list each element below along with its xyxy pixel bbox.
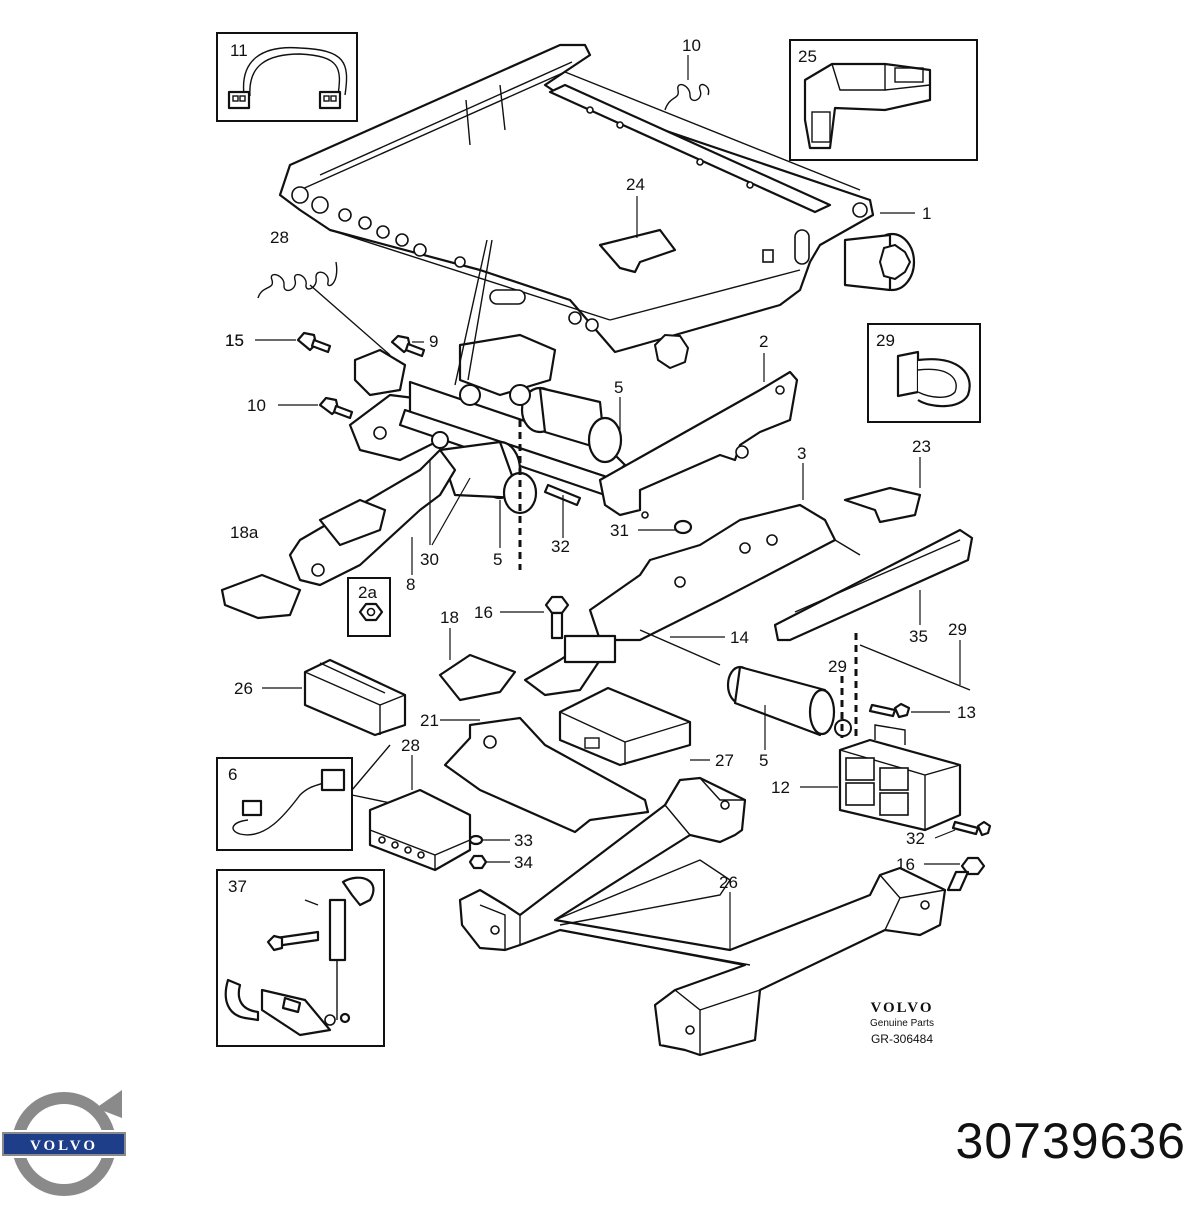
screw-12: 13 <box>868 702 976 722</box>
callout-label: 2 <box>759 332 768 351</box>
base-frame-24: 26 <box>458 776 947 1057</box>
screw-9: 9 <box>390 332 438 358</box>
bracket-2: 2 <box>598 332 799 517</box>
diagram-brand: VOLVO <box>870 1000 934 1016</box>
callout-label: 29 <box>828 657 847 676</box>
screw-15: 15 <box>225 331 332 354</box>
callout-label: 12 <box>771 778 790 797</box>
callout-label: 30 <box>420 550 439 569</box>
volvo-iron-mark-icon: VOLVO <box>0 1090 128 1196</box>
callout-label: 5 <box>614 378 623 397</box>
pad-19: 23 <box>843 437 931 524</box>
diagram-code: GR-306484 <box>870 1032 934 1046</box>
callout-label: 32 <box>551 537 570 556</box>
screw-10: 10 <box>247 396 354 420</box>
right-rail-3: 3 <box>523 444 861 697</box>
callout-label: 6 <box>228 765 237 784</box>
callout-label: 15 <box>225 331 244 350</box>
leader-line <box>429 460 471 546</box>
pointer-arrow <box>351 744 401 806</box>
callout-label: 28 <box>270 228 289 247</box>
callout-label: 37 <box>228 877 247 896</box>
inset-cable-8: 11 <box>216 32 358 122</box>
trim-36: 35 <box>773 528 974 646</box>
callout-label: 5 <box>759 751 768 770</box>
callout-label: 33 <box>514 831 533 850</box>
callout-label: 27 <box>715 751 734 770</box>
callout-label: 2a <box>358 583 377 602</box>
inset-gas-strut-37: 37 <box>216 869 385 1047</box>
motor-5-right: 5 29 <box>726 657 852 770</box>
diagram-subtitle: Genuine Parts <box>870 1018 934 1029</box>
callout-label: 18 <box>440 608 459 627</box>
part-number: 30739636 <box>955 1113 1186 1169</box>
left-rail-4: 8 <box>288 448 457 594</box>
motor-assembly <box>348 333 627 515</box>
cable-13: 14 <box>639 628 749 666</box>
inset-connector-21: 25 <box>789 39 978 161</box>
screw-34 <box>468 854 488 870</box>
spring-25: 28 <box>257 228 391 356</box>
pad-18: 18 <box>438 608 517 702</box>
screw-35: 32 <box>906 820 992 848</box>
callout-label: 32 <box>906 829 925 848</box>
callout-label: 10 <box>247 396 266 415</box>
module-32: 28 <box>368 736 472 872</box>
bolt-16-upper: 16 <box>474 595 570 640</box>
inset-clip-28: 29 <box>867 323 981 423</box>
bracket-14: 12 <box>771 724 962 832</box>
upper-seat-frame-1 <box>278 43 916 370</box>
bolt-31: 32 <box>543 483 582 556</box>
spring-7: 10 <box>664 36 710 111</box>
pad-20: 24 <box>598 175 677 274</box>
callout-label: 11 <box>230 41 248 60</box>
callout-label: 26 <box>234 679 253 698</box>
callout-label: 16 <box>474 603 493 622</box>
callout-label: 24 <box>626 175 645 194</box>
callout-label: 18a <box>230 523 259 542</box>
callout-label: 13 <box>957 703 976 722</box>
module-22: 26 <box>234 658 407 737</box>
clip-30: 31 <box>610 511 693 540</box>
pointer-arrow <box>454 239 493 386</box>
svg-text:VOLVO: VOLVO <box>30 1138 98 1154</box>
callout-label: 9 <box>429 332 438 351</box>
callout-label: 23 <box>912 437 931 456</box>
callout-label: 28 <box>401 736 420 755</box>
inset-harness-6: 6 <box>216 757 353 851</box>
callout-label: 21 <box>420 711 439 730</box>
callout-label: 10 <box>682 36 701 55</box>
callout-label: 15 <box>225 331 244 350</box>
callout-label: 29 <box>876 331 895 350</box>
callout-label: 25 <box>798 47 817 66</box>
callout-label: 1 <box>922 204 931 223</box>
callout-label: 8 <box>406 575 415 594</box>
plate-17: 21 <box>420 711 650 834</box>
washer-33 <box>468 834 484 846</box>
callout-label: 5 <box>493 550 502 569</box>
callout-label: 34 <box>514 853 533 872</box>
callout-label: 26 <box>719 873 738 892</box>
module-23: 27 <box>558 686 734 770</box>
rod-29: 29 <box>854 620 971 738</box>
callout-label: 35 <box>909 627 928 646</box>
callout-label: 14 <box>730 628 749 647</box>
callout-label: 29 <box>948 620 967 639</box>
inset-nut-2a: 2a <box>347 577 391 637</box>
pad-18a: 18a <box>220 523 302 620</box>
callout-label: 31 <box>610 521 629 540</box>
callout-label: 3 <box>797 444 806 463</box>
